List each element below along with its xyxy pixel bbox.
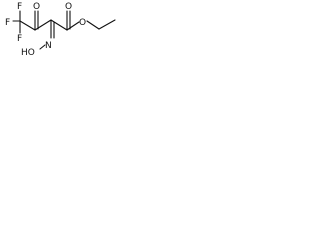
atom-f-bottom: F (17, 34, 22, 44)
atom-f-top: F (17, 2, 22, 12)
atom-o-ketone: O (33, 2, 40, 12)
bond-c2-c3 (34, 19, 52, 31)
atom-o-ester: O (79, 18, 86, 28)
bond-c1-c2 (19, 20, 36, 31)
bond-lines (12, 10, 116, 50)
bond-ch2-ch3 (98, 19, 116, 30)
atom-labels: F F F O O O HO N (5, 2, 86, 58)
bond-c4-o-ester (66, 21, 80, 31)
atom-f-left: F (5, 18, 10, 28)
bond-n-oh (39, 44, 46, 50)
atom-o-ester-carbonyl: O (65, 2, 72, 12)
atom-oxime-oh: HO (21, 48, 35, 58)
bond-c3-c4 (50, 19, 68, 31)
atom-n: N (45, 41, 52, 51)
bond-o-ch2 (86, 20, 100, 30)
atom-n-text: N (45, 41, 52, 51)
chemical-structure: F F F O O O HO N (5, 2, 116, 58)
